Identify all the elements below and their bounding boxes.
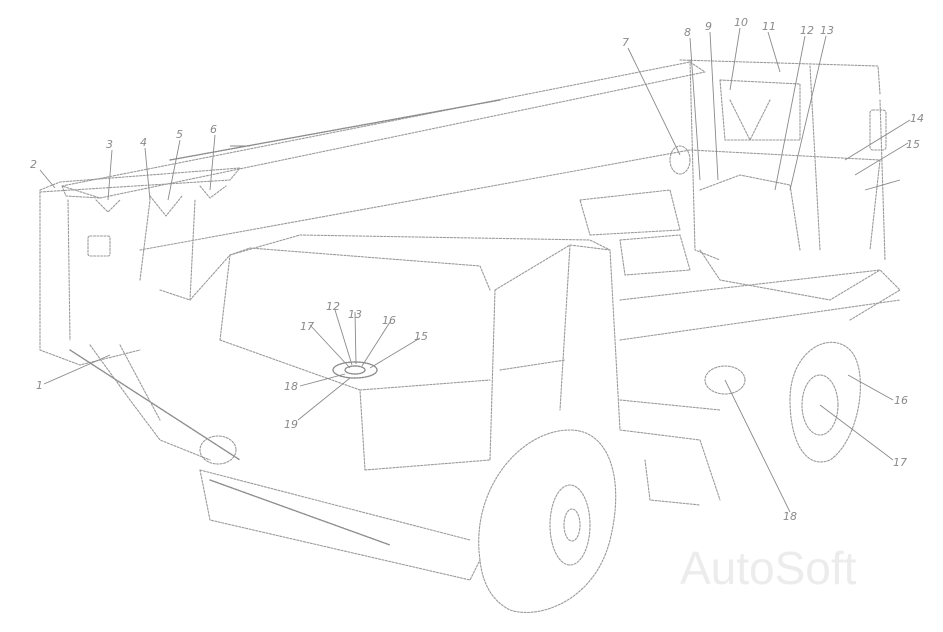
front-arm <box>69 344 241 465</box>
front-wheel <box>478 429 617 613</box>
callout-5: 5 <box>176 128 183 141</box>
callout-21: 13 <box>348 308 362 321</box>
callout-22: 16 <box>382 314 396 327</box>
nozzle-cluster <box>332 361 378 379</box>
callout-20: 12 <box>326 300 340 313</box>
front-bumper <box>199 469 481 581</box>
callout-labels: 1 2 3 4 5 6 7 8 9 10 11 12 13 14 15 16 1… <box>30 16 924 523</box>
callout-9: 9 <box>705 20 712 33</box>
body-top <box>139 149 881 301</box>
callout-25: 19 <box>284 418 298 431</box>
equipment-tower <box>579 59 887 301</box>
callout-17: 17 <box>893 456 907 469</box>
callout-16: 16 <box>894 394 908 407</box>
callout-23: 15 <box>414 330 428 343</box>
callout-4: 4 <box>140 136 147 149</box>
rear-box <box>39 167 241 366</box>
callout-12: 12 <box>800 24 814 37</box>
callout-18: 18 <box>783 510 797 523</box>
callout-1: 1 <box>36 379 43 392</box>
callout-13: 13 <box>820 24 834 37</box>
watermark: AutoSoft <box>680 542 857 594</box>
callout-14: 14 <box>910 112 924 125</box>
callout-24: 18 <box>284 380 298 393</box>
callout-6: 6 <box>210 123 217 136</box>
callout-7: 7 <box>622 36 629 49</box>
callout-2: 2 <box>30 158 37 171</box>
callout-11: 11 <box>762 20 776 33</box>
callout-8: 8 <box>684 26 691 39</box>
boom-arm <box>61 59 881 199</box>
callout-15: 15 <box>906 138 920 151</box>
chassis-rear <box>619 269 901 506</box>
callout-3: 3 <box>106 138 113 151</box>
callout-10: 10 <box>734 16 748 29</box>
cab <box>219 244 621 471</box>
leader-lines <box>39 27 911 513</box>
callout-19: 17 <box>300 320 314 333</box>
